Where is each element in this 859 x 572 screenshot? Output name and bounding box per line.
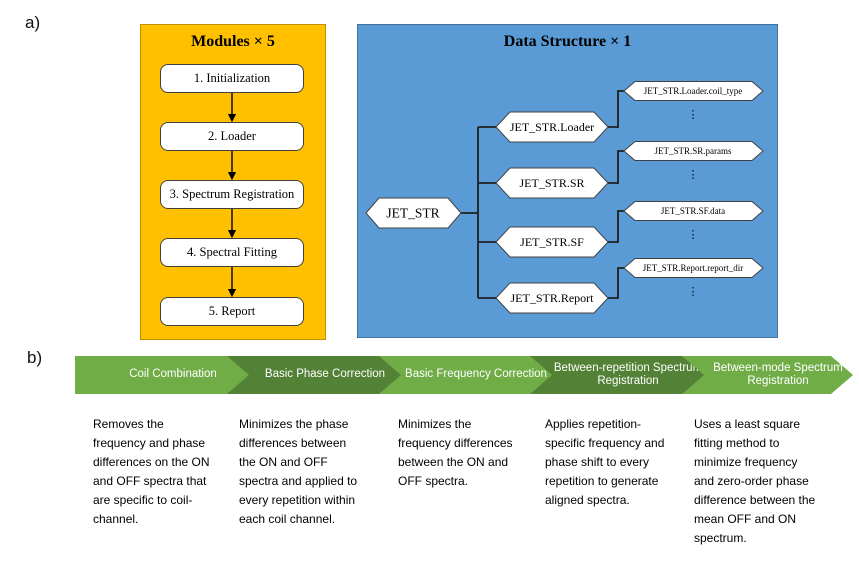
hex-field-data-label: JET_STR.SF.data — [661, 206, 725, 216]
ellipsis-1: ⋮ — [688, 109, 699, 121]
hex-field-params — [623, 141, 764, 161]
hex-root — [365, 197, 462, 229]
hex-field-report-dir — [623, 258, 764, 278]
hex-report — [495, 282, 609, 314]
chevron-between-mode-registration: Between-mode Spectrum Registration — [681, 356, 853, 394]
chevron-coil-combination: Coil Combination — [75, 356, 249, 394]
chevron-basic-phase-correction: Basic Phase Correction — [227, 356, 401, 394]
hex-field-params-label: JET_STR.SR.params — [654, 146, 731, 156]
panel-a-label: a) — [25, 13, 41, 32]
module-box-spectral-fitting: 4. Spectral Fitting — [160, 238, 304, 267]
hex-loader-label: JET_STR.Loader — [510, 120, 594, 134]
hex-sf — [495, 226, 609, 258]
data-structure-tree: JET_STR JET_STR.Loader JET_STR.SR JET_ST… — [365, 81, 764, 314]
connector-report-field — [608, 267, 624, 299]
hex-report-label: JET_STR.Report — [511, 291, 595, 305]
chevron-between-repetition-registration-label: Between-repetition Spectrum Registration — [553, 361, 703, 387]
description-coil-combination: Removes the frequency and phase differen… — [93, 417, 210, 526]
modules-panel: Modules × 5 1. Initialization 2. Loader … — [140, 24, 326, 340]
ellipsis-3: ⋮ — [688, 229, 699, 241]
hex-loader — [495, 111, 609, 143]
module-flow-arrows — [227, 93, 237, 298]
hex-sf-label: JET_STR.SF — [520, 235, 584, 249]
module-box-initialization: 1. Initialization — [160, 64, 304, 93]
connector-sf-field — [608, 210, 624, 243]
ellipsis-4: ⋮ — [688, 286, 699, 298]
hex-field-report-dir-label: JET_STR.Report.report_dir — [643, 263, 744, 273]
description-between-mode-registration: Uses a least square fitting method to mi… — [694, 417, 816, 545]
panel-b-label: b) — [27, 348, 43, 367]
chevron-between-mode-registration-label: Between-mode Spectrum Registration — [713, 361, 843, 387]
hex-sr — [495, 167, 609, 199]
connector-loader-field — [608, 90, 624, 128]
hex-field-coil-type — [623, 81, 764, 101]
hex-sr-label: JET_STR.SR — [519, 176, 584, 190]
description-between-repetition-registration: Applies repetition-specific frequency an… — [545, 417, 665, 507]
module-box-loader: 2. Loader — [160, 122, 304, 151]
chevron-coil-combination-label: Coil Combination — [129, 368, 217, 381]
chevron-basic-frequency-correction-label: Basic Frequency Correction — [405, 368, 547, 381]
hex-field-data — [623, 201, 764, 221]
chevron-basic-frequency-correction: Basic Frequency Correction — [378, 356, 552, 394]
hex-field-coil-type-label: JET_STR.Loader.coil_type — [644, 86, 742, 96]
modules-panel-title: Modules × 5 — [191, 33, 275, 50]
module-box-spectrum-registration: 3. Spectrum Registration — [160, 180, 304, 209]
chevron-basic-phase-correction-label: Basic Phase Correction — [264, 368, 386, 381]
chevron-between-repetition-registration: Between-repetition Spectrum Registration — [530, 356, 704, 394]
ellipsis-2: ⋮ — [688, 169, 699, 181]
hex-root-label: JET_STR — [386, 206, 439, 221]
data-structure-panel: Data Structure × 1 JET_STR JET_STR.Loade… — [357, 24, 778, 338]
description-basic-frequency-correction: Minimizes the frequency differences betw… — [398, 417, 513, 488]
data-structure-title: Data Structure × 1 — [503, 33, 632, 50]
description-basic-phase-correction: Minimizes the phase differences between … — [239, 417, 358, 526]
connector-sr-field — [608, 150, 624, 184]
module-box-report: 5. Report — [160, 297, 304, 326]
